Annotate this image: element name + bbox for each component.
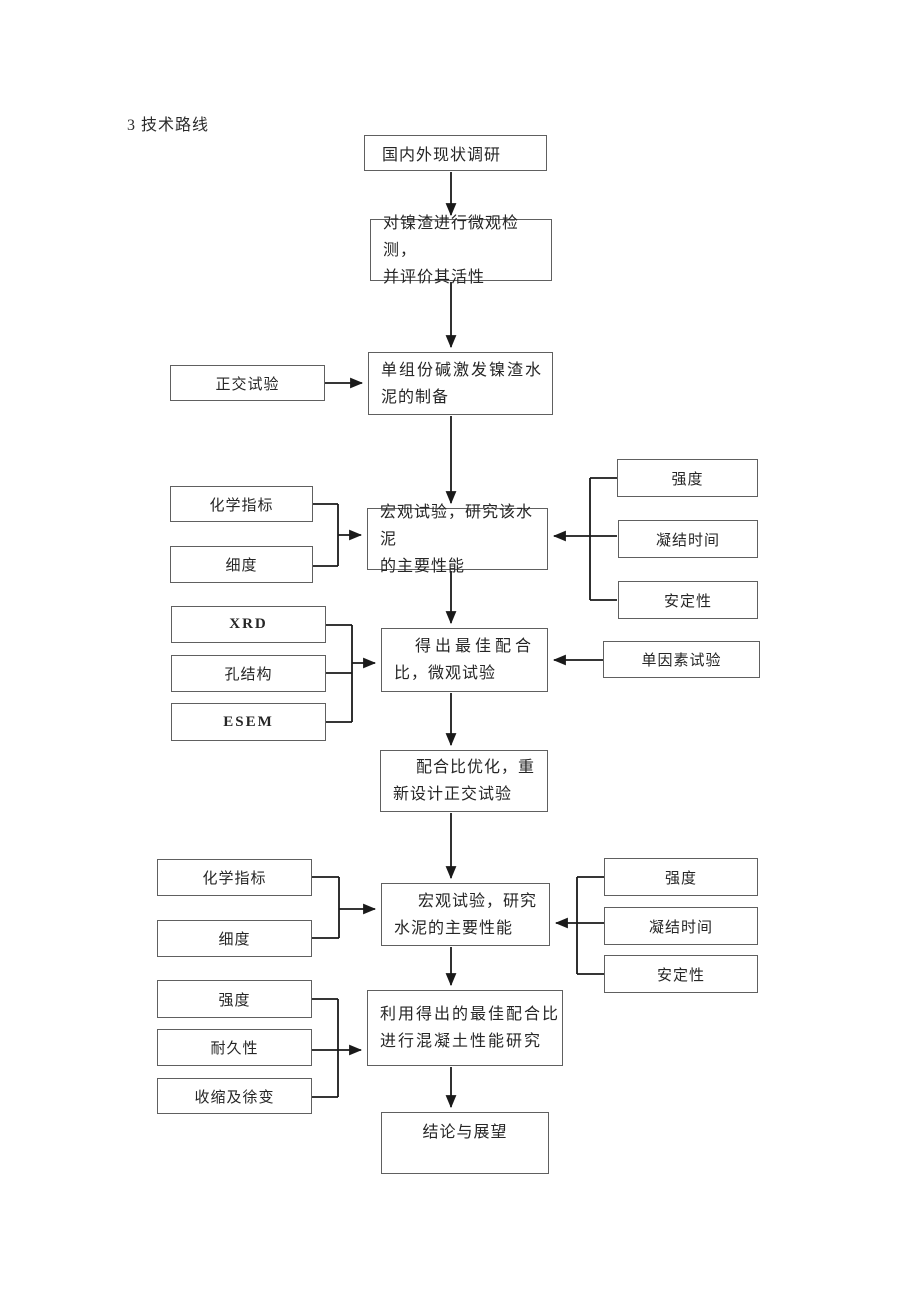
flow-box-best-mix-ratio-line2: 比，微观试验 (394, 665, 497, 682)
input-box-xrd: XRD (171, 606, 326, 643)
output-box-soundness-1: 安定性 (618, 581, 758, 619)
input-box-orthogonal-test: 正交试验 (170, 365, 325, 401)
output-box-strength-1: 强度 (617, 459, 758, 497)
flow-box-macro-test-2-line2: 水泥的主要性能 (394, 919, 514, 937)
output-box-soundness-2: 安定性 (604, 955, 758, 993)
input-box-strength-left: 强度 (157, 980, 312, 1018)
output-box-strength-2: 强度 (604, 858, 758, 896)
flow-box-best-mix-ratio-line1: 得出最佳配合 (414, 638, 535, 655)
input-box-shrinkage-creep: 收缩及徐变 (157, 1078, 312, 1114)
input-box-durability: 耐久性 (157, 1029, 312, 1066)
flow-box-concrete-performance-line1: 利用得出的最佳配合比 (380, 1006, 561, 1023)
output-box-setting-time-2: 凝结时间 (604, 907, 758, 945)
flow-box-mix-optimization: 配合比优化，重 新设计正交试验 (380, 750, 548, 812)
input-box-fineness-2: 细度 (157, 920, 312, 957)
flow-box-macro-test-2: 宏观试验，研究 水泥的主要性能 (381, 883, 550, 946)
flow-box-concrete-performance-line2: 进行混凝土性能研究 (380, 1033, 543, 1050)
flow-box-macro-test-1-line1: 宏观试验，研究该水泥 (380, 503, 534, 548)
flow-box-survey: 国内外现状调研 (364, 135, 547, 171)
output-box-setting-time-1: 凝结时间 (618, 520, 758, 558)
flow-box-mix-optimization-line1: 配合比优化，重 (415, 759, 535, 776)
input-box-esem: ESEM (171, 703, 326, 741)
section-title: 3 技术路线 (127, 117, 210, 134)
flow-box-macro-test-1-line2: 的主要性能 (380, 557, 466, 575)
input-box-chemical-index-1: 化学指标 (170, 486, 313, 522)
flow-box-cement-preparation: 单组份碱激发镍渣水 泥的制备 (368, 352, 553, 415)
flow-box-conclusion: 结论与展望 (381, 1112, 549, 1174)
flow-box-micro-detection-line2: 并评价其活性 (383, 268, 486, 286)
flow-box-cement-preparation-line2: 泥的制备 (381, 388, 450, 406)
flow-box-macro-test-1: 宏观试验，研究该水泥 的主要性能 (367, 504, 548, 575)
flow-box-micro-detection: 对镍渣进行微观检测， 并评价其活性 (370, 215, 552, 286)
input-box-single-factor-test: 单因素试验 (603, 641, 760, 678)
flow-box-micro-detection-line1: 对镍渣进行微观检测， (383, 214, 520, 259)
flow-box-best-mix-ratio: 得出最佳配合 比，微观试验 (381, 628, 548, 692)
flow-box-concrete-performance: 利用得出的最佳配合比 进行混凝土性能研究 (367, 990, 563, 1066)
flow-box-mix-optimization-line2: 新设计正交试验 (393, 786, 513, 803)
flow-box-cement-preparation-line1: 单组份碱激发镍渣水 (381, 361, 544, 379)
input-box-chemical-index-2: 化学指标 (157, 859, 312, 896)
input-box-pore-structure: 孔结构 (171, 655, 326, 692)
flow-box-macro-test-2-line1: 宏观试验，研究 (417, 892, 537, 910)
input-box-fineness-1: 细度 (170, 546, 313, 583)
